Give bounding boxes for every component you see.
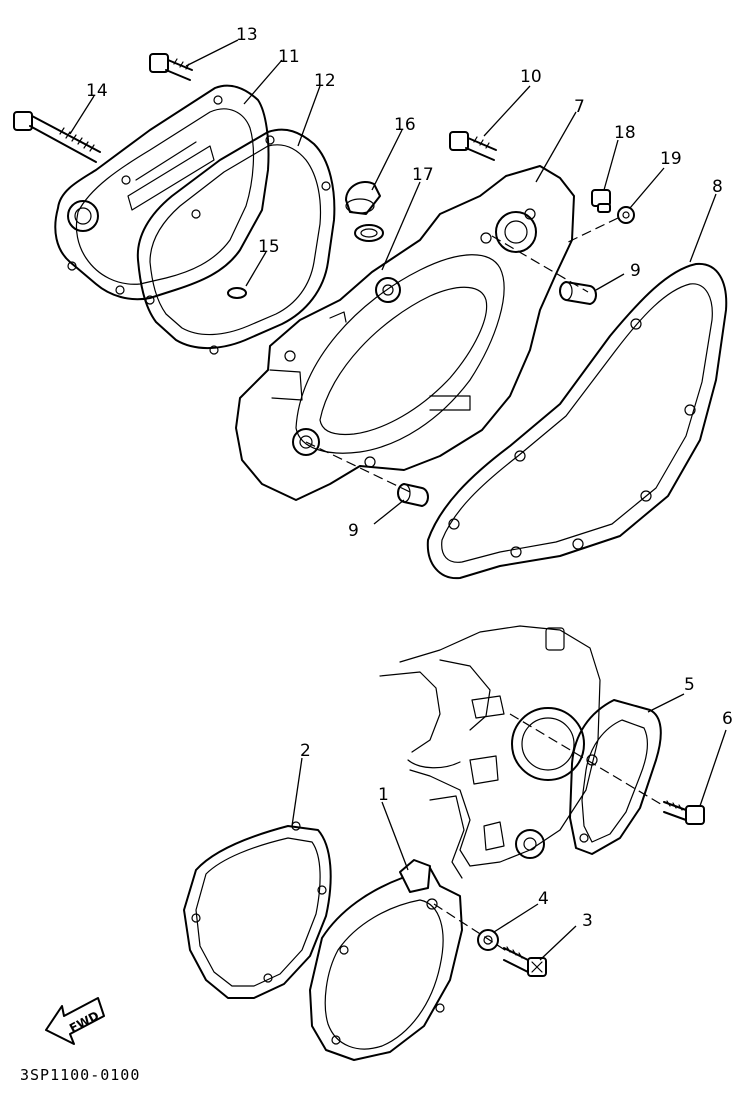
part-14-long-bolt — [13, 111, 101, 163]
part-16-plug — [345, 181, 381, 215]
callout-10: 10 — [520, 67, 542, 87]
part-11-clutch-cover — [54, 84, 270, 301]
callout-16: 16 — [394, 115, 416, 135]
callout-7: 7 — [574, 97, 585, 117]
part-7-crankcase-cover — [235, 165, 575, 501]
part-18-plug-bolt — [591, 189, 611, 213]
part-6-bolt — [663, 800, 705, 825]
part-2-gasket — [183, 821, 332, 999]
drawing-code: 3SP1100-0100 — [20, 1066, 140, 1084]
callout-12: 12 — [314, 71, 336, 91]
part-3-bolt — [503, 946, 547, 977]
part-5-cover-plate — [569, 699, 662, 855]
fwd-arrow: FWD — [45, 997, 105, 1045]
part-9-dowel-lower — [397, 483, 429, 507]
upper-leader-lines — [69, 39, 717, 525]
callout-14: 14 — [86, 81, 108, 101]
part-10-bolt — [449, 131, 497, 161]
callout-5: 5 — [684, 675, 695, 695]
part-17-o-ring — [354, 224, 384, 242]
callout-8: 8 — [712, 177, 723, 197]
callout-3: 3 — [582, 911, 593, 931]
part-13-short-bolt — [149, 53, 193, 81]
callout-1: 1 — [378, 785, 389, 805]
callout-2: 2 — [300, 741, 311, 761]
part-19-washer — [617, 206, 635, 224]
callout-4: 4 — [538, 889, 549, 909]
callout-6: 6 — [722, 709, 733, 729]
part-1-generator-cover — [309, 859, 463, 1061]
callout-11: 11 — [278, 47, 300, 67]
callout-9-upper: 9 — [630, 261, 641, 281]
callout-15: 15 — [258, 237, 280, 257]
part-15-dowel-pin — [227, 287, 247, 299]
part-9-dowel-upper — [559, 281, 597, 305]
engine-case-phantom — [379, 625, 601, 879]
callout-19: 19 — [660, 149, 682, 169]
callout-17: 17 — [412, 165, 434, 185]
callout-18: 18 — [614, 123, 636, 143]
part-8-gasket — [426, 262, 728, 580]
lower-leader-lines — [291, 693, 727, 961]
part-12-gasket — [136, 128, 336, 355]
callout-9-lower: 9 — [348, 521, 359, 541]
part-4-washer — [477, 929, 499, 951]
callout-numbers: 13 11 14 12 10 7 16 18 19 17 8 15 9 9 5 … — [86, 25, 733, 931]
callout-13: 13 — [236, 25, 258, 45]
